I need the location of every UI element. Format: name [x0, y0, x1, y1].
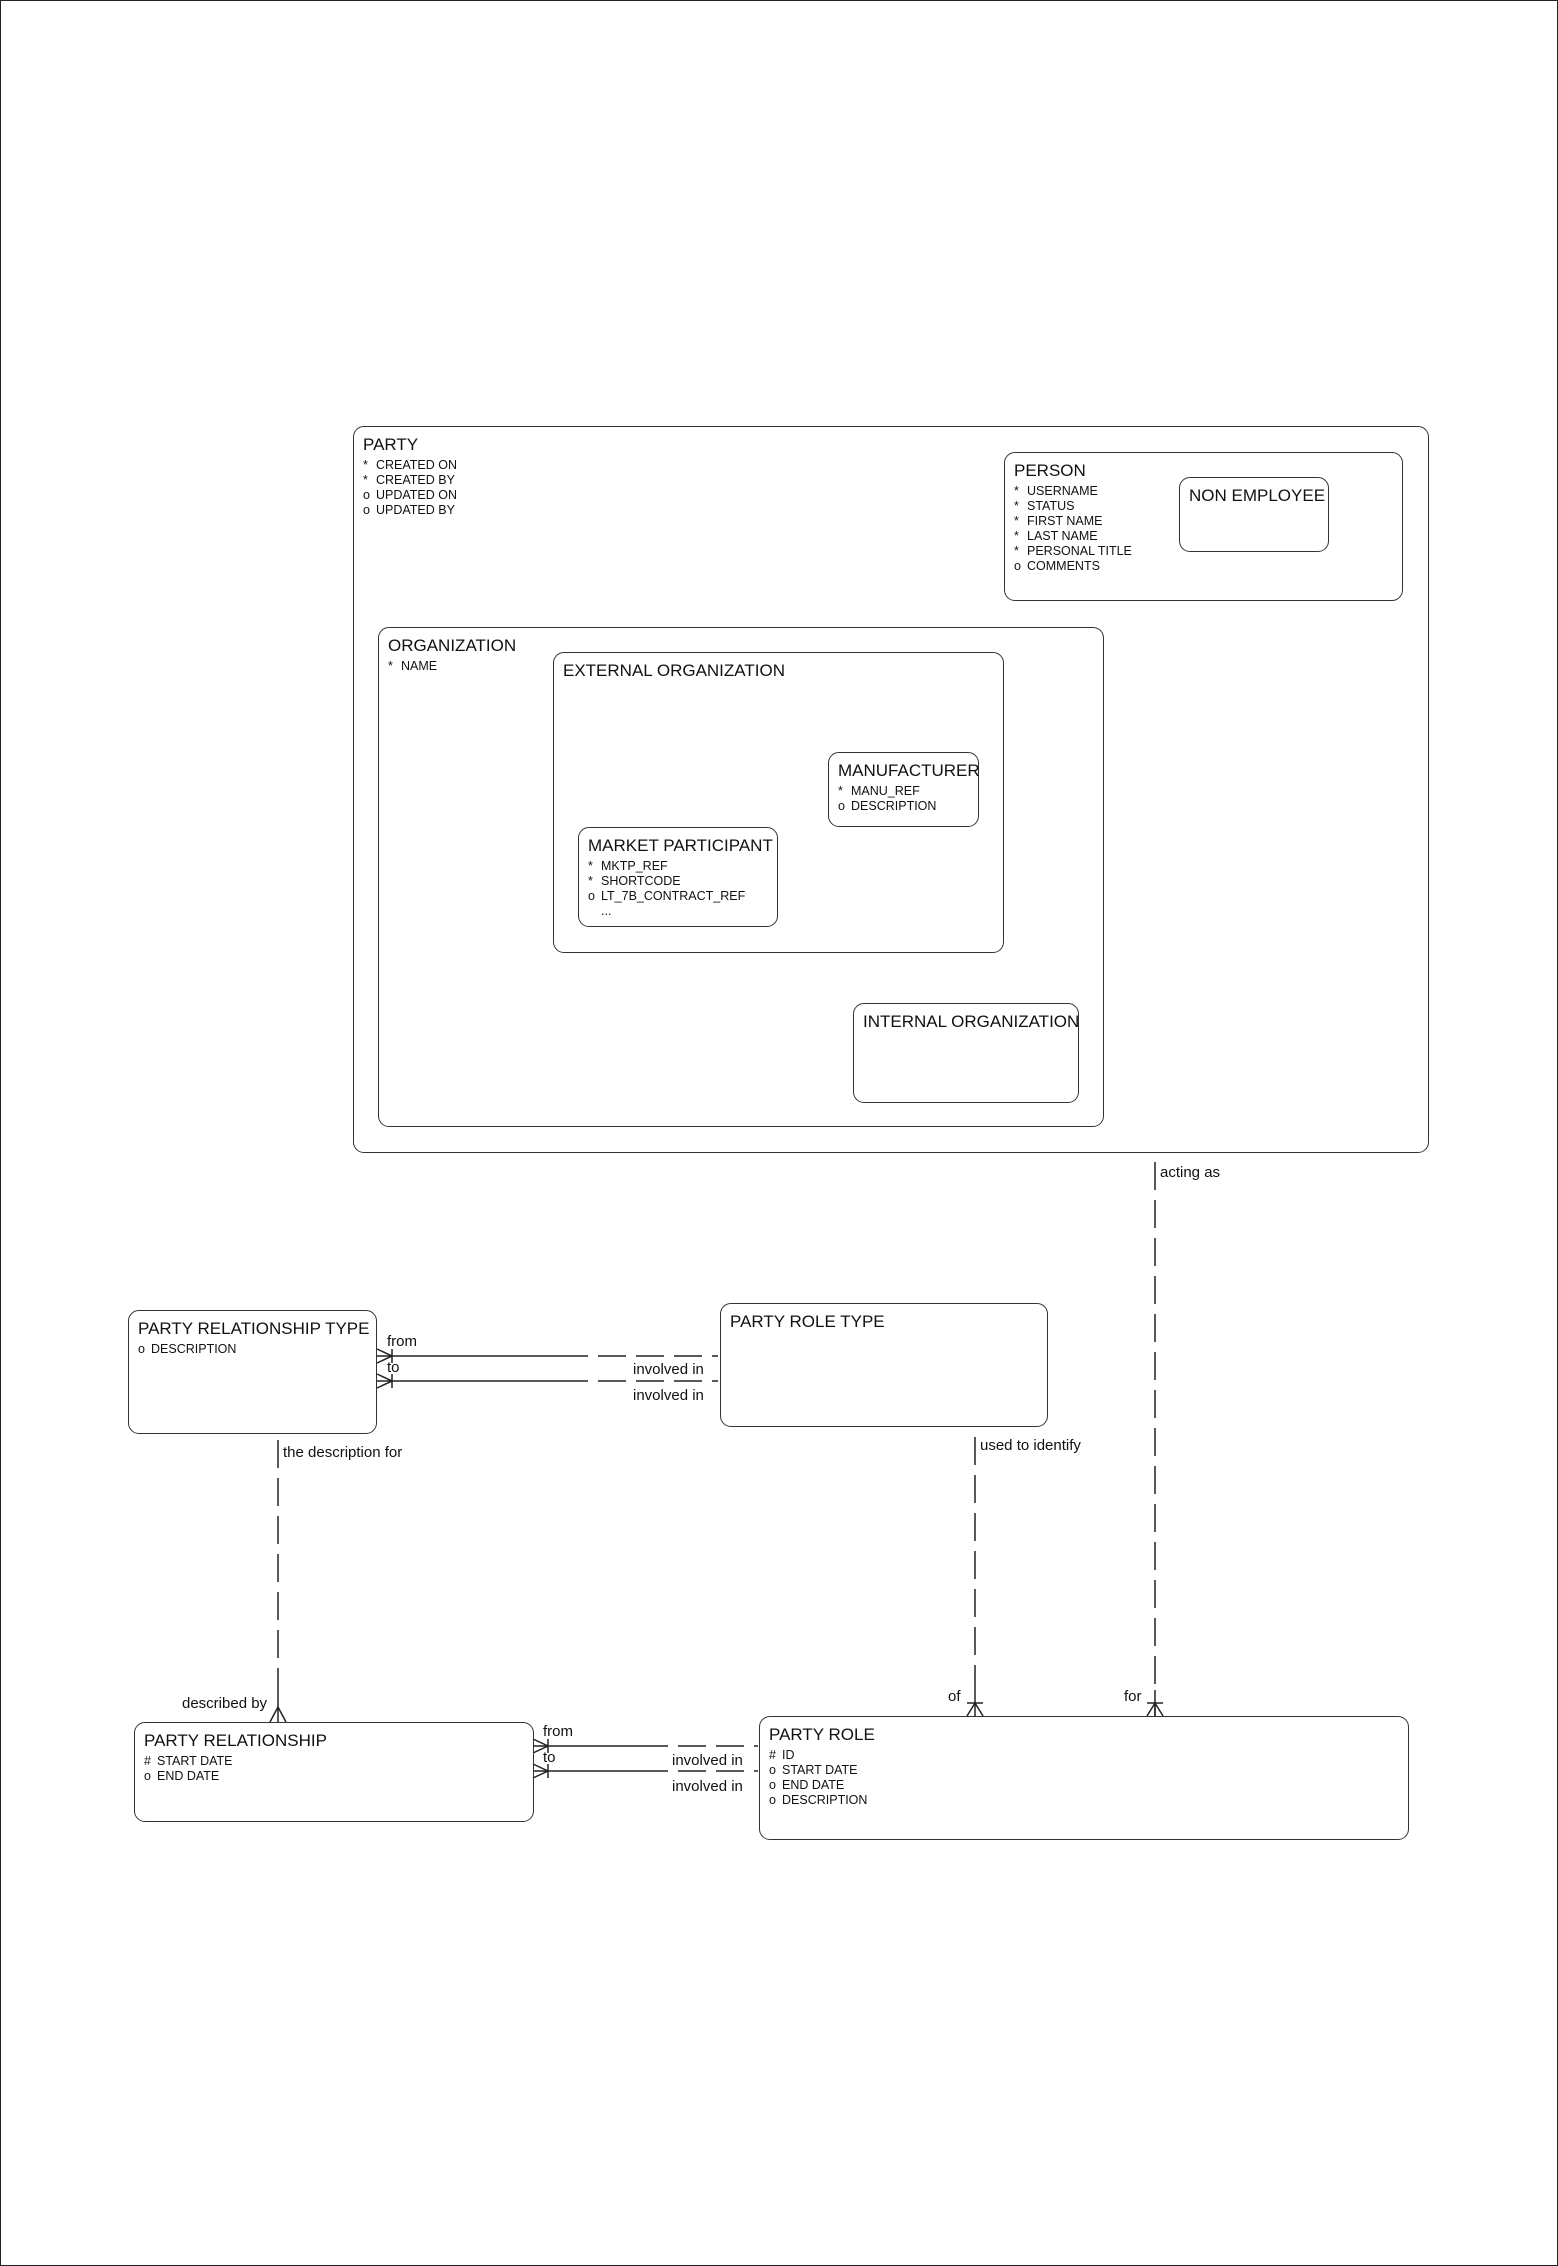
attribute: *MKTP_REF: [588, 859, 668, 873]
entity-market-participant[interactable]: MARKET PARTICIPANT *MKTP_REF *SHORTCODE …: [578, 827, 778, 927]
attribute-list: *USERNAME *STATUS *FIRST NAME *LAST NAME…: [1014, 484, 1132, 574]
attribute: *NAME: [388, 659, 438, 673]
crowfoot-prt-from: [376, 1348, 394, 1364]
label-pr-to: to: [543, 1749, 556, 1766]
label-pr-involved-in-1: involved in: [672, 1752, 743, 1769]
entity-person[interactable]: PERSON *USERNAME *STATUS *FIRST NAME *LA…: [1004, 452, 1403, 601]
attribute: *CREATED BY: [363, 473, 455, 487]
entity-name: ORGANIZATION: [388, 636, 517, 655]
label-pr-involved-in-2: involved in: [672, 1778, 743, 1795]
attribute: #START DATE: [144, 1754, 233, 1768]
label-prt-involved-in-1: involved in: [633, 1361, 704, 1378]
crowfoot-described-by: [269, 1705, 287, 1723]
crowfoot-prt-to: [376, 1373, 394, 1389]
crowfoot-pr-from: [532, 1738, 550, 1754]
attribute: #ID: [769, 1748, 795, 1762]
entity-name: INTERNAL ORGANIZATION: [863, 1012, 1080, 1031]
label-the-description-for: the description for: [283, 1444, 403, 1461]
entity-name: PARTY ROLE TYPE: [730, 1312, 885, 1331]
label-for: for: [1124, 1688, 1142, 1705]
label-acting-as: acting as: [1160, 1164, 1221, 1181]
crowfoot-of: [966, 1701, 984, 1717]
label-described-by: described by: [182, 1695, 268, 1712]
entity-internal-organization[interactable]: INTERNAL ORGANIZATION: [853, 1003, 1079, 1103]
entity-non-employee[interactable]: NON EMPLOYEE: [1179, 477, 1329, 552]
label-pr-from: from: [543, 1723, 573, 1740]
attribute: *CREATED ON: [363, 458, 458, 472]
entity-name: NON EMPLOYEE: [1189, 486, 1326, 505]
attribute: *FIRST NAME: [1014, 514, 1103, 528]
attribute: ...: [601, 904, 612, 918]
attribute: *PERSONAL TITLE: [1014, 544, 1132, 558]
attribute: *MANU_REF: [838, 784, 920, 798]
attribute: *SHORTCODE: [588, 874, 681, 888]
entity-name: PARTY RELATIONSHIP: [144, 1731, 327, 1750]
crowfoot-for: [1146, 1701, 1164, 1717]
entity-name: MARKET PARTICIPANT: [588, 836, 773, 855]
label-prt-from: from: [387, 1333, 417, 1350]
crowfoot-pr-to: [532, 1763, 550, 1779]
attribute: *LAST NAME: [1014, 529, 1098, 543]
attribute: *STATUS: [1014, 499, 1075, 513]
attribute-list: *NAME: [388, 659, 437, 674]
entity-name: PERSON: [1014, 461, 1086, 480]
entity-name: PARTY: [363, 435, 419, 454]
entity-name: PARTY ROLE: [769, 1725, 875, 1744]
entity-party-role-type[interactable]: PARTY ROLE TYPE: [720, 1303, 1048, 1427]
attribute: *USERNAME: [1014, 484, 1098, 498]
label-prt-involved-in-2: involved in: [633, 1387, 704, 1404]
entity-external-organization[interactable]: EXTERNAL ORGANIZATION: [553, 652, 1004, 953]
label-of: of: [948, 1688, 961, 1705]
label-prt-to: to: [387, 1359, 400, 1376]
entity-organization[interactable]: ORGANIZATION *NAME: [378, 627, 1104, 1127]
entity-name: MANUFACTURER: [838, 761, 980, 780]
entity-name: PARTY RELATIONSHIP TYPE: [138, 1319, 370, 1338]
entity-name: EXTERNAL ORGANIZATION: [563, 661, 785, 680]
label-used-to-identify: used to identify: [980, 1437, 1081, 1454]
